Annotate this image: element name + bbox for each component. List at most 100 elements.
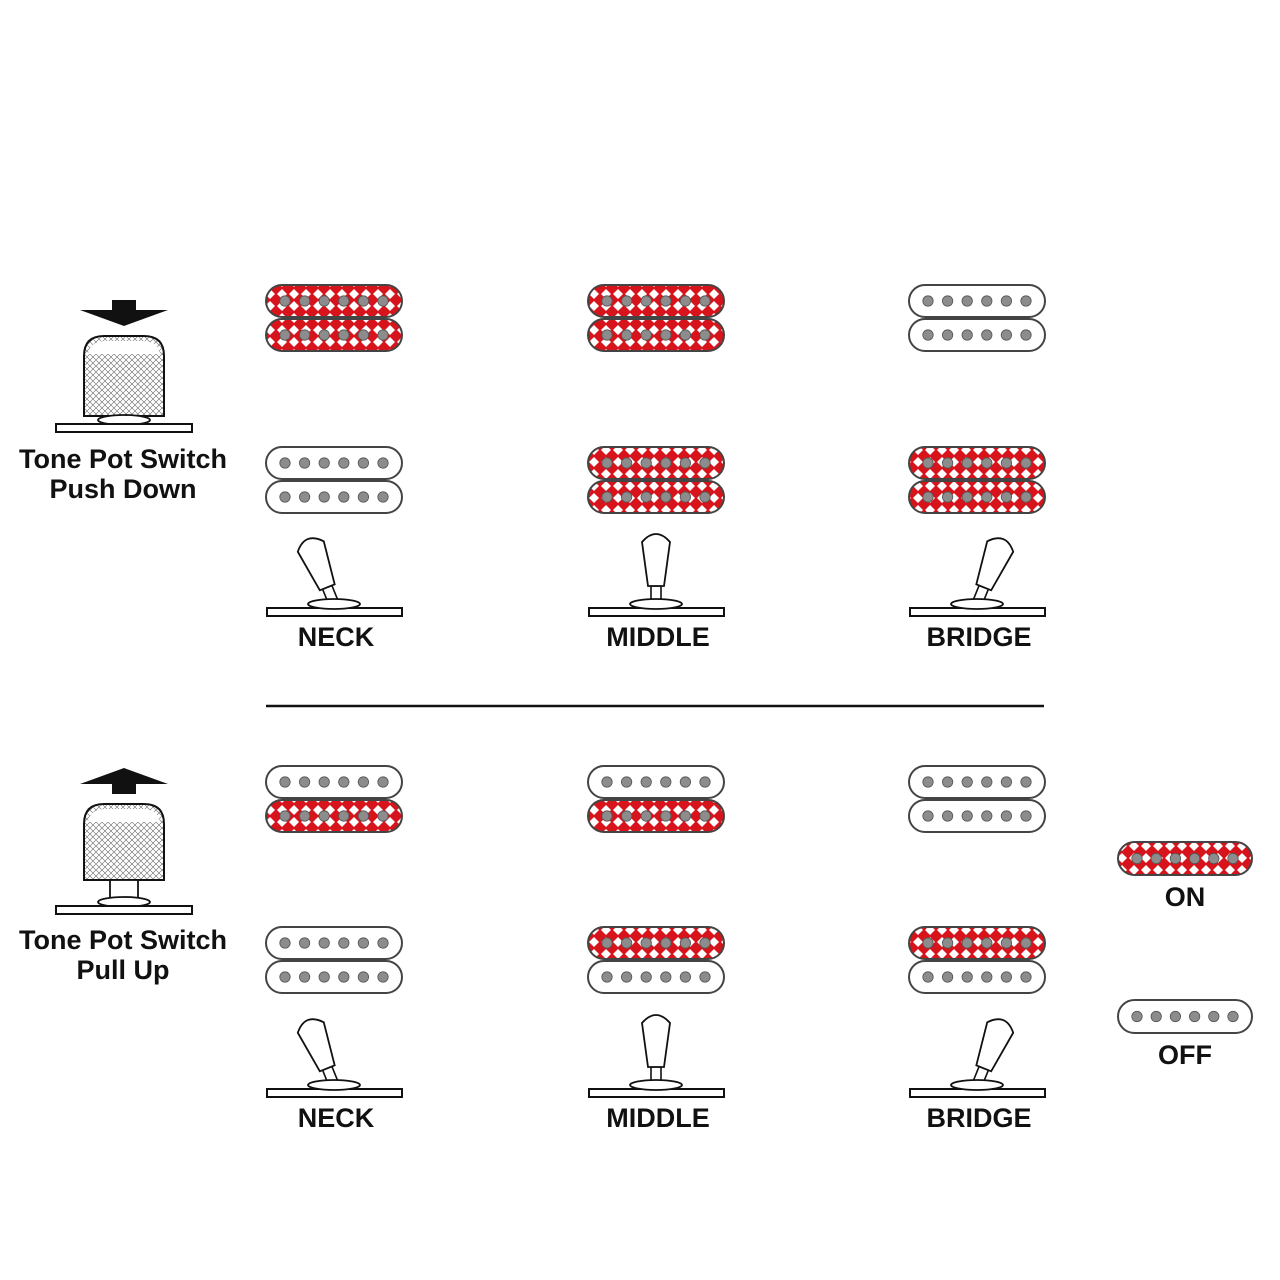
pole-piece xyxy=(377,776,389,788)
pole-piece xyxy=(279,971,291,983)
pole-piece xyxy=(1208,852,1220,865)
caption-line: Push Down xyxy=(50,474,197,504)
pole-piece xyxy=(922,295,934,307)
position-label: MIDDLE xyxy=(606,622,710,652)
pole-piece xyxy=(298,937,311,949)
neck-humbucker xyxy=(908,284,1046,352)
pole-piece xyxy=(699,329,711,341)
pole-piece xyxy=(941,776,954,788)
pole-piece xyxy=(601,491,613,503)
pole-piece xyxy=(660,971,672,983)
coil-body xyxy=(908,799,1046,833)
pole-piece xyxy=(338,971,350,983)
coil-body xyxy=(587,446,725,480)
pole-piece xyxy=(1227,852,1239,865)
pole-piece xyxy=(640,295,652,307)
pole-piece xyxy=(961,937,973,949)
pole-piece xyxy=(699,491,711,503)
pole-piece xyxy=(298,776,311,788)
bottom-coil xyxy=(587,960,725,994)
pole-piece xyxy=(1000,776,1013,788)
knob-plate xyxy=(55,423,193,433)
legend-on: ON xyxy=(1117,841,1253,912)
position-label: MIDDLE xyxy=(606,1103,710,1133)
pole-piece xyxy=(1150,1010,1162,1023)
pole-piece xyxy=(318,937,330,949)
pole-piece xyxy=(961,457,973,469)
knob-cap-highlight xyxy=(88,341,160,354)
pole-piece xyxy=(620,295,633,307)
legend-off: OFF xyxy=(1117,999,1253,1070)
top-coil xyxy=(908,765,1046,799)
pole-piece xyxy=(620,971,633,983)
pole-piece xyxy=(941,457,954,469)
coil-body xyxy=(587,480,725,514)
position-label: BRIDGE xyxy=(926,1103,1031,1133)
bridge-humbucker xyxy=(908,446,1046,514)
pole-piece xyxy=(981,937,993,949)
pole-piece xyxy=(377,971,389,983)
pole-piece xyxy=(357,295,369,307)
coil-body xyxy=(908,960,1046,994)
pole-piece xyxy=(1169,852,1182,865)
pole-piece xyxy=(1189,852,1201,865)
pole-piece xyxy=(1000,491,1013,503)
pole-piece xyxy=(357,776,369,788)
switch-nut xyxy=(307,1079,361,1091)
bottom-coil xyxy=(265,480,403,514)
toggle-switch-bridge xyxy=(909,1018,1046,1098)
pole-piece xyxy=(679,810,692,822)
pole-piece xyxy=(1020,810,1032,822)
pole-piece xyxy=(679,971,692,983)
pole-piece xyxy=(601,295,613,307)
pole-piece xyxy=(1000,971,1013,983)
pole-piece xyxy=(660,937,672,949)
top-coil xyxy=(265,446,403,480)
bridge-humbucker xyxy=(265,926,403,994)
pole-piece xyxy=(298,491,311,503)
coil-body xyxy=(908,765,1046,799)
pole-piece xyxy=(640,971,652,983)
bridge-humbucker xyxy=(587,446,725,514)
pole-piece xyxy=(318,491,330,503)
pole-piece xyxy=(941,329,954,341)
bridge-humbucker xyxy=(265,446,403,514)
pole-piece xyxy=(318,971,330,983)
toggle-switch-neck xyxy=(266,537,403,617)
position-label: NECK xyxy=(298,1103,375,1133)
legend-coil xyxy=(1117,841,1253,876)
knob-plate xyxy=(55,905,193,915)
pole-piece xyxy=(660,457,672,469)
pole-piece xyxy=(1020,329,1032,341)
pole-piece xyxy=(601,776,613,788)
legend-label: OFF xyxy=(1158,1040,1212,1070)
top-coil xyxy=(908,926,1046,960)
pole-piece xyxy=(922,329,934,341)
pole-piece xyxy=(601,810,613,822)
pole-piece xyxy=(377,295,389,307)
coil-body xyxy=(1117,999,1253,1034)
pole-piece xyxy=(338,937,350,949)
top-coil xyxy=(908,284,1046,318)
pole-piece xyxy=(679,776,692,788)
pole-piece xyxy=(601,329,613,341)
pole-piece xyxy=(338,776,350,788)
pole-piece xyxy=(1227,1010,1239,1023)
pole-piece xyxy=(699,810,711,822)
coil-body xyxy=(587,765,725,799)
pole-piece xyxy=(699,937,711,949)
pole-piece xyxy=(279,295,291,307)
pole-piece xyxy=(699,457,711,469)
knob-icon xyxy=(83,803,165,881)
top-coil xyxy=(265,765,403,799)
tone-pot-knob-push xyxy=(55,300,193,433)
coil-body xyxy=(587,926,725,960)
pole-piece xyxy=(679,295,692,307)
caption-line: Tone Pot Switch xyxy=(19,444,227,474)
pole-piece xyxy=(601,457,613,469)
pole-piece xyxy=(640,776,652,788)
pole-piece xyxy=(981,810,993,822)
pole-piece xyxy=(298,971,311,983)
pole-piece xyxy=(1000,457,1013,469)
pole-piece xyxy=(961,329,973,341)
